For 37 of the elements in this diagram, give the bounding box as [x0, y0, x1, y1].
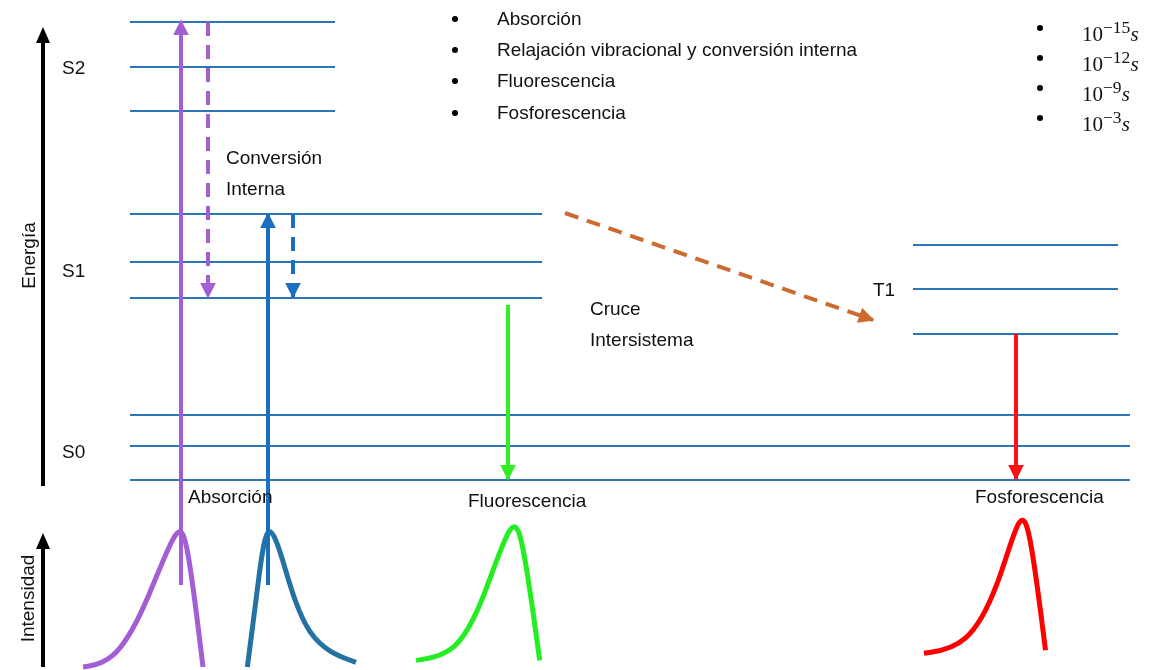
time-value: 10$^{−15}$s [1082, 16, 1139, 48]
list-item: Fluorescencia [497, 69, 616, 93]
arrow [564, 211, 875, 323]
arrow [200, 22, 216, 299]
time-value: 10$^{−3}$s [1082, 106, 1130, 138]
text-label: S1 [62, 259, 86, 283]
arrow [285, 214, 301, 299]
text-label: Fosforescencia [975, 485, 1104, 509]
axis-label: Intensidad [16, 554, 40, 642]
process-label: Cruce Intersistema [590, 297, 695, 352]
energy-level-line [913, 244, 1118, 246]
energy-level-line [130, 261, 542, 263]
energy-level-line [130, 445, 1130, 447]
arrow [173, 19, 189, 585]
process-label: Conversión Interna [226, 146, 324, 201]
list-item: Relajación vibracional y conversión interna [497, 38, 858, 62]
list-item: Fosforescencia [497, 101, 626, 125]
arrow [260, 212, 276, 585]
arrow [1008, 334, 1024, 481]
text-label: T1 [873, 278, 896, 302]
text-label: S0 [62, 440, 86, 464]
list-item: Absorción [497, 7, 582, 31]
time-value: 10$^{−9}$s [1082, 76, 1130, 108]
energy-level-line [130, 66, 335, 68]
energy-level-line [130, 297, 542, 299]
energy-level-line [130, 213, 542, 215]
energy-level-line [913, 288, 1118, 290]
axis-label: Energía [16, 221, 40, 289]
energy-level-line [130, 479, 1130, 481]
text-label: Fluorescencia [468, 489, 587, 513]
arrow [500, 305, 516, 481]
energy-level-line [130, 21, 335, 23]
energy-level-line [913, 333, 1118, 335]
energy-level-line [130, 414, 1130, 416]
energy-level-line [130, 110, 335, 112]
time-value: 10$^{−12}$s [1082, 46, 1139, 78]
text-label: S2 [62, 56, 86, 80]
